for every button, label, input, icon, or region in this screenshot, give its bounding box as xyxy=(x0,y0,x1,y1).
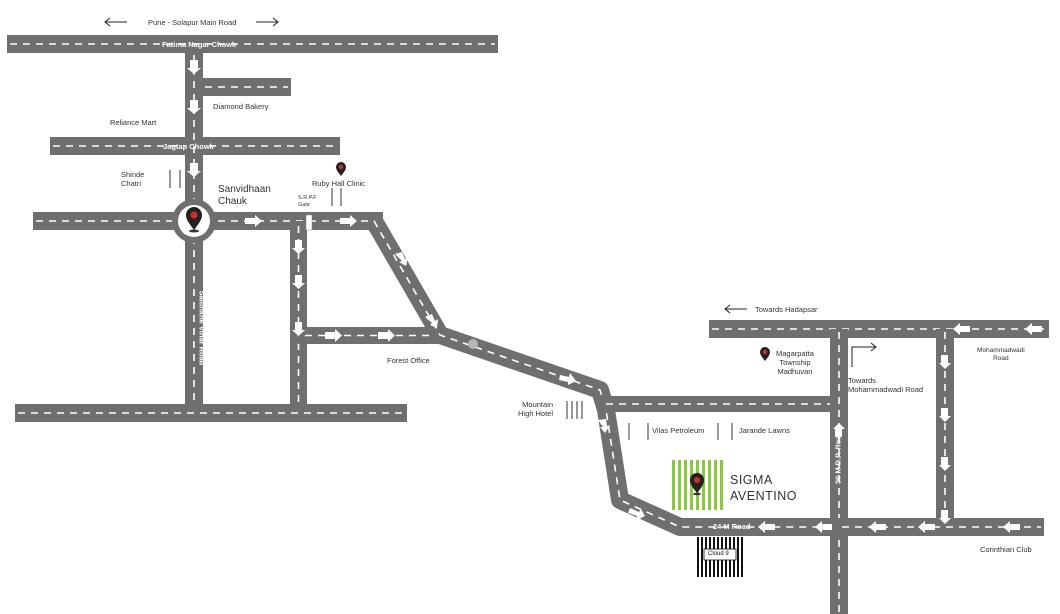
arrow-left-icon xyxy=(724,304,731,314)
sanvidhaan-marker-icon xyxy=(186,207,202,233)
forest-office-label: Forest Office xyxy=(387,356,430,365)
arrow-down-icon xyxy=(187,100,201,114)
arrow-down-icon xyxy=(939,408,951,422)
corinthian-club-label: Corinthian Club xyxy=(980,545,1032,554)
magarpatta-label: Magarpatta Township Madhuvan xyxy=(776,349,814,376)
magarpatta-marker-icon xyxy=(760,347,770,361)
cloud9-label: Cloud 9 xyxy=(708,551,729,557)
mountain-high-road xyxy=(598,396,838,412)
arrow-down-icon xyxy=(292,322,305,336)
hadapsar-road xyxy=(709,320,1049,338)
arrow-left-icon xyxy=(918,521,935,533)
project-name-label: SIGMA AVENTINO xyxy=(730,473,797,503)
arrow-left-icon xyxy=(1003,521,1020,533)
srpf-gate-label: S.R.P.F Gate xyxy=(298,195,317,208)
arrow-left-icon xyxy=(758,521,775,533)
arrow-down-icon xyxy=(187,163,201,177)
arrow-right-icon xyxy=(245,215,262,227)
vilas-petroleum-label: Vilas Petroleum xyxy=(652,426,705,435)
fatima-nagar-label: Fatima Nagar Chowk xyxy=(162,40,237,49)
arrow-diagonal-icon xyxy=(395,252,408,266)
srpf-gate-marker xyxy=(305,214,313,231)
towards-mohammadwadi-label: Towards Mohammadwadi Road xyxy=(848,376,924,394)
dp-road xyxy=(830,329,848,614)
arrow-down-icon xyxy=(939,457,951,471)
reliance-mart-label: Reliance Mart xyxy=(110,118,157,127)
ruby-hall-label: Ruby Hall Clinic xyxy=(312,179,365,188)
junction-dot xyxy=(468,339,478,349)
arrow-right-icon xyxy=(340,215,357,227)
arrow-down-icon xyxy=(939,355,951,369)
ruby-hall-marker-icon xyxy=(336,162,346,176)
diamond-bakery-label: Diamond Bakery xyxy=(213,102,269,111)
arrow-right-icon xyxy=(272,17,279,27)
arrow-left-icon xyxy=(1025,323,1042,335)
forest-office-road xyxy=(298,327,438,344)
arrow-diagonal-icon xyxy=(425,314,438,328)
sanvidhaan-chauk-label: Sanvidhaan Chauk xyxy=(218,184,271,207)
arrow-up-icon xyxy=(833,423,845,437)
inner-vertical-road xyxy=(290,221,307,411)
arrow-down-icon xyxy=(598,419,610,433)
arrow-down-icon xyxy=(292,275,305,289)
arrow-down-icon xyxy=(939,510,951,524)
arrow-down-icon xyxy=(292,240,305,254)
mountain-high-label: Mountain High Hotel xyxy=(518,400,554,418)
jagtap-chowk-label: Jagtap Chowk xyxy=(163,142,214,151)
fatima-nagar-road xyxy=(7,35,498,53)
road-24m-right xyxy=(838,518,1044,536)
arrow-right-icon xyxy=(325,329,342,342)
mohammadwadi-road-label: Mohammadwadi Road xyxy=(977,347,1025,362)
salunkhe-vihar-label: Salunkhe Vihar Road xyxy=(197,290,207,366)
arrow-left-icon xyxy=(815,521,832,533)
arrow-diagonal-icon xyxy=(559,373,576,385)
shinde-chatri-label: Shinde Chatri xyxy=(121,170,145,188)
arrow-right-icon xyxy=(378,329,395,342)
jarande-lawns-label: Jarande Lawns xyxy=(739,426,790,435)
arrow-down-icon xyxy=(187,60,201,74)
project-marker-icon xyxy=(690,473,704,496)
arrow-diagonal-icon xyxy=(628,508,645,520)
arrow-left-icon xyxy=(104,17,111,27)
turn-right-arrow-icon xyxy=(851,346,876,367)
arrow-left-icon xyxy=(869,521,886,533)
pune-solapur-label: Pune - Solapur Main Road xyxy=(148,18,237,27)
arrow-left-icon xyxy=(953,323,970,335)
diamond-bakery-road xyxy=(195,78,291,96)
towards-hadapsar-label: Towards Hadapsar xyxy=(755,305,818,314)
road-24m-label: 24 M Road xyxy=(713,522,751,531)
bottom-left-road xyxy=(15,404,407,422)
dp-road-label: 30 M D.P. Road xyxy=(833,430,843,485)
cloud9-building xyxy=(697,537,745,577)
